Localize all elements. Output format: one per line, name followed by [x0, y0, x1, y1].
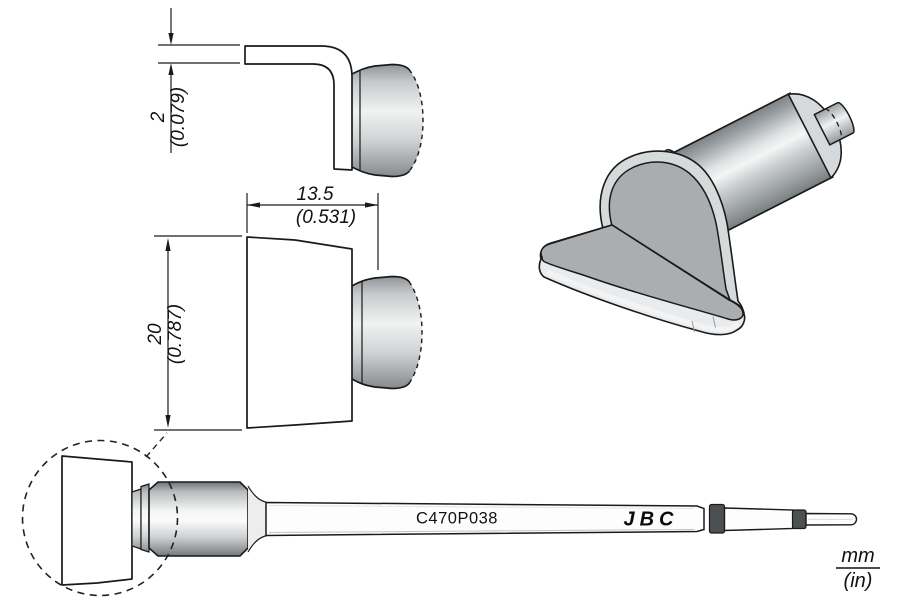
cartridge-shaft: [265, 501, 705, 537]
iso-fin-face: [608, 161, 732, 302]
iso-plate-seam: [691, 316, 716, 333]
units-primary-label: mm: [841, 545, 874, 567]
view-blade-side: 2 (0.079): [148, 8, 424, 178]
view-blade-front: 13.5 (0.531) 20 (0.787): [145, 184, 423, 431]
view-isometric: [538, 92, 855, 336]
iso-stub: [813, 101, 855, 146]
model-number-label: C470P038: [416, 510, 498, 528]
blade-front-face: [246, 236, 353, 429]
blade-highlight: [63, 459, 74, 583]
dim-depth-in-label: (0.531): [296, 207, 356, 228]
arrowhead: [365, 202, 378, 208]
hidden-edge-arc: [408, 281, 423, 384]
iso-plate-edge-highlight: [546, 269, 741, 332]
arrowhead: [168, 33, 174, 45]
dim-height-in-label: (0.787): [165, 304, 186, 364]
dimension-height: 20 (0.787): [145, 235, 242, 431]
nose-cone-side: [351, 63, 424, 178]
barrel-transition: [248, 487, 267, 551]
detail-callout-circle: [21, 439, 179, 597]
arrowhead: [165, 415, 171, 428]
blade-profile: [244, 45, 353, 171]
dimension-thickness: 2 (0.079): [148, 8, 240, 153]
arrowhead: [168, 63, 174, 75]
heater-barrel: [148, 481, 249, 557]
shaft-shading-line: [268, 529, 695, 533]
detail-callout-leader: [145, 432, 168, 458]
units-legend: mm (in): [836, 545, 880, 592]
nose-ring-large: [140, 483, 150, 553]
nose-cone-front: [351, 275, 423, 390]
view-cartridge: C470P038 JBC: [21, 432, 858, 597]
shaft-shading-line: [268, 505, 695, 509]
brand-logo: JBC: [623, 509, 678, 531]
shaft-segment-2: [723, 507, 794, 532]
blade-highlight: [248, 240, 262, 426]
iso-stub-hidden-edge: [824, 108, 843, 140]
arrowhead: [165, 238, 171, 251]
nose-ring-small: [131, 488, 142, 550]
connector-band-1: [708, 503, 726, 534]
arrowhead: [247, 202, 260, 208]
units-secondary-label: (in): [844, 570, 873, 592]
connector-band-2: [791, 509, 807, 530]
dimension-depth: 13.5 (0.531): [246, 184, 379, 270]
hidden-edge-arc: [408, 69, 424, 172]
dim-height-mm-label: 20: [145, 323, 166, 346]
cartridge-blade: [61, 455, 133, 586]
dim-thickness-in-label: (0.079): [168, 87, 189, 147]
dim-thickness-mm-label: 2: [148, 111, 169, 123]
iso-plate-top: [540, 224, 744, 321]
dim-depth-mm-label: 13.5: [297, 184, 334, 205]
blade-highlight: [246, 47, 263, 63]
